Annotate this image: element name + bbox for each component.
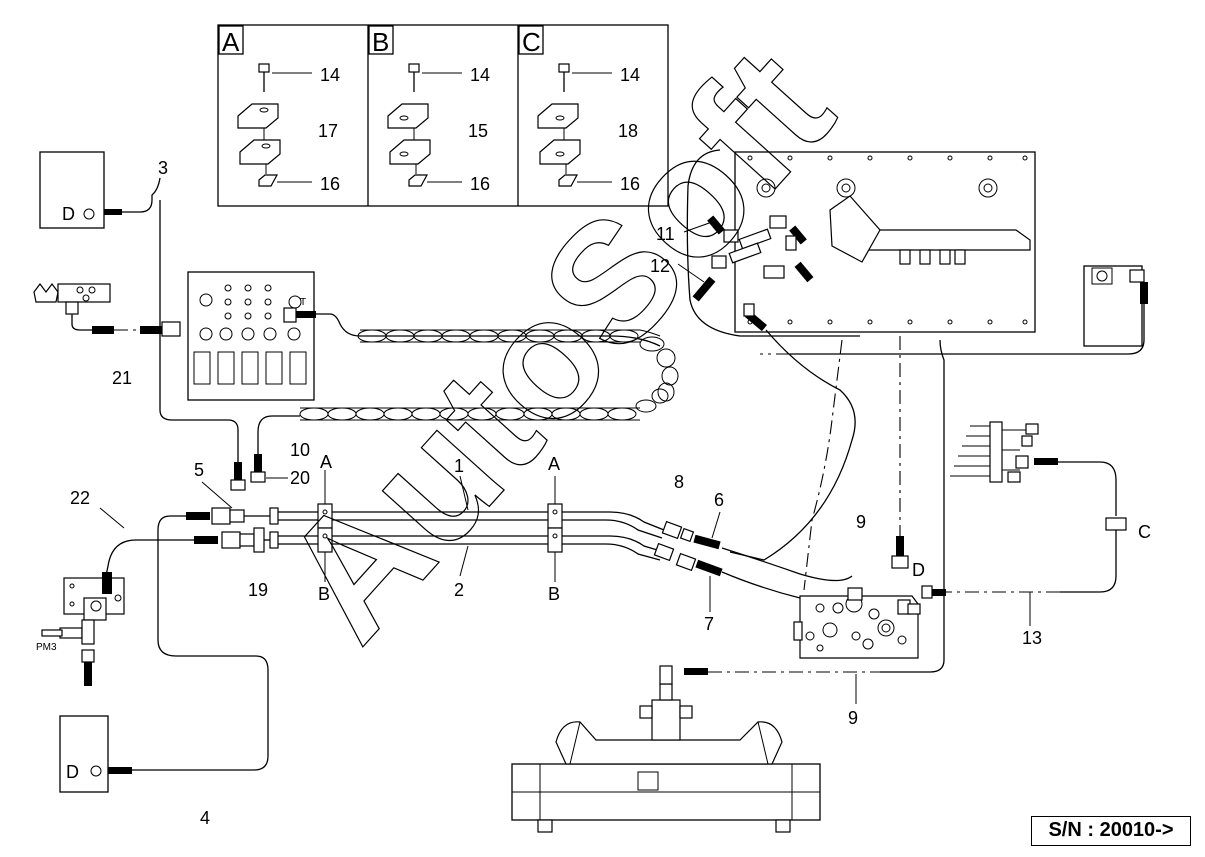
callout-6: 6 [714, 490, 724, 510]
nut-callout-b: 16 [470, 174, 490, 194]
control-valve-panel: T [187, 271, 316, 401]
brake-unit-bottom-mark: D [66, 762, 79, 782]
clamp-label-a-left: A [320, 452, 332, 472]
inset-panel-a: A 14 17 16 [218, 25, 340, 194]
inset-panel-b: B 14 15 16 [368, 25, 490, 194]
callout-21: 21 [112, 368, 132, 388]
left-valve-block: PM3 [36, 572, 125, 686]
clamp-detail-inset: A 14 17 16 B 14 [217, 24, 669, 207]
callout-9-top: 9 [856, 512, 866, 532]
inset-letter-c: C [522, 27, 541, 57]
nut-callout-a: 16 [320, 174, 340, 194]
screw-callout-a: 14 [320, 65, 340, 85]
coiled-hose-lower: 10 20 [250, 388, 669, 488]
dashed-line-to-manifold [803, 339, 843, 591]
clamp-label-b-left: B [318, 584, 330, 604]
clamp-callout-a: 17 [318, 121, 338, 141]
serial-number-box: S/N : 20010-> [1031, 816, 1191, 846]
serial-number: S/N : 20010-> [1048, 819, 1174, 841]
brake-unit-right [760, 265, 1148, 673]
callout-8: 8 [674, 472, 684, 492]
tank-port-mark: T [300, 297, 306, 308]
callout-10: 10 [290, 440, 310, 460]
callout-11: 11 [656, 224, 675, 244]
callout-13: 13 [1022, 628, 1042, 648]
return-hose-loop [729, 329, 856, 561]
brake-unit-top: D 3 [39, 151, 246, 491]
coiled-hose-upper [316, 313, 679, 402]
nut-callout-c: 16 [620, 174, 640, 194]
valve-manifold [793, 587, 921, 659]
pressure-sensor-21: 21 [33, 283, 181, 388]
brake-unit-bottom: D 4 [59, 715, 210, 828]
track-frame: 9 [511, 665, 880, 833]
inset-panel-c: C 14 18 16 [518, 25, 640, 194]
d-valve-label: D [912, 560, 925, 580]
inset-letter-b: B [372, 27, 389, 57]
callout-5: 5 [194, 460, 204, 480]
clamp-callout-b: 15 [468, 121, 488, 141]
inset-letter-a: A [222, 27, 240, 57]
fittings-11-12: 11 12 [650, 149, 860, 337]
callout-22: 22 [70, 488, 90, 508]
callout-12: 12 [650, 256, 670, 276]
clamp-callout-c: 18 [618, 121, 638, 141]
callout-20: 20 [290, 468, 310, 488]
mounting-plate [734, 151, 1036, 333]
callout-1: 1 [454, 456, 464, 476]
left-fittings: 5 19 22 [70, 460, 270, 771]
callout-4: 4 [200, 808, 210, 828]
clamp-label-c: C [1138, 522, 1151, 542]
main-pipes: A A B B 1 2 6 7 8 9 [269, 452, 866, 634]
brake-unit-top-mark: D [62, 204, 75, 224]
screw-callout-c: 14 [620, 65, 640, 85]
callout-3: 3 [158, 158, 168, 178]
screw-callout-b: 14 [470, 65, 490, 85]
callout-19: 19 [248, 580, 268, 600]
callout-2: 2 [454, 580, 464, 600]
clamp-label-a-mid: A [548, 454, 560, 474]
pm3-mark: PM3 [36, 642, 57, 653]
clamp-label-b-mid: B [548, 584, 560, 604]
callout-9-bottom: 9 [848, 708, 858, 728]
callout-7: 7 [704, 614, 714, 634]
terminal-block: C 13 [921, 421, 1151, 648]
